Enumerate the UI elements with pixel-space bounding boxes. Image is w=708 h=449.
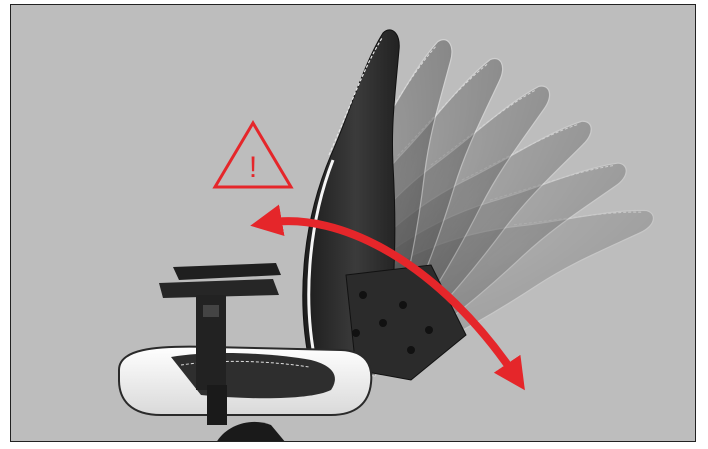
warning-symbol: ! [249,151,257,184]
seat-cushion [118,345,373,416]
chair-base [217,421,285,441]
illustration-frame: ! [10,4,696,442]
recline-arrow [250,204,525,391]
chair-recline-illustration: ! [11,5,695,441]
warning-triangle-icon: ! [212,120,294,189]
